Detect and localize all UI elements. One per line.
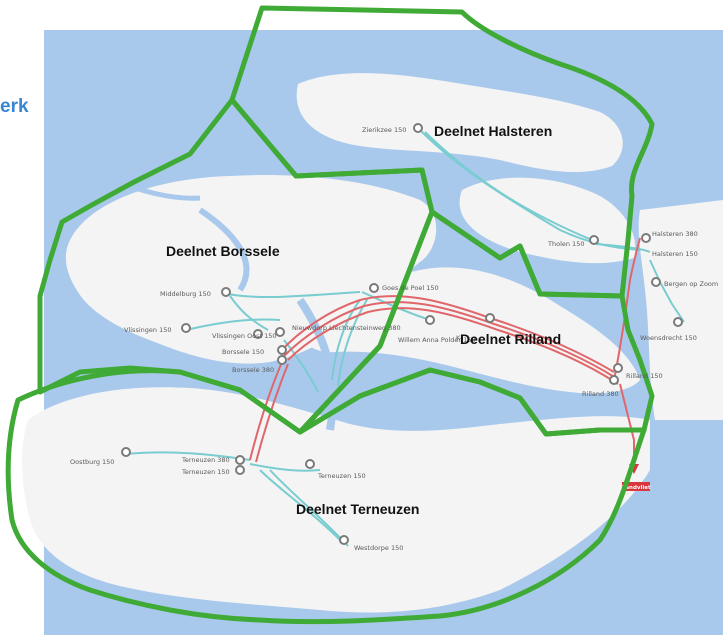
region-label-terneuzen: Deelnet Terneuzen xyxy=(296,501,419,517)
border-borssele xyxy=(37,97,435,435)
station-label: Nieuwdorp Liechtensteinweg 380 xyxy=(292,324,401,332)
substation-icon xyxy=(369,283,379,293)
station-label: Goes de Poel 150 xyxy=(382,284,439,292)
substation-icon xyxy=(277,345,287,355)
channel-3 xyxy=(109,177,201,201)
region-label-halsteren: Deelnet Halsteren xyxy=(434,123,552,139)
substation-icon xyxy=(641,233,651,243)
region-label-rilland: Deelnet Rilland xyxy=(460,331,561,347)
station-label: Terneuzen 150 xyxy=(317,472,366,480)
station-label: Rilland 380 xyxy=(582,390,619,398)
substation-icon xyxy=(235,465,245,475)
substation-icon xyxy=(277,355,287,365)
land-brabant xyxy=(638,200,723,420)
station-label: Vlissingen Oost 150 xyxy=(212,332,277,340)
substation-icon xyxy=(275,327,285,337)
station-label: Terneuzen 380 xyxy=(181,456,230,464)
channel-1 xyxy=(198,207,250,292)
deelnet-borders xyxy=(5,5,655,625)
substation-icon xyxy=(589,235,599,245)
substation-icon xyxy=(121,447,131,457)
station-label: Borssele 150 xyxy=(222,348,264,356)
station-label: Rilland 150 xyxy=(626,372,663,380)
substation-icon xyxy=(221,287,231,297)
station-label: Vlissingen 150 xyxy=(124,326,171,334)
border-terneuzen xyxy=(5,367,647,625)
substation-icon xyxy=(609,375,619,385)
border-halsteren xyxy=(229,5,655,299)
station-label: Tholen 150 xyxy=(547,240,584,248)
station-label: K xyxy=(456,334,461,342)
station-label: Oostburg 150 xyxy=(70,458,114,466)
station-label: Terneuzen 150 xyxy=(181,468,230,476)
land-zeeuws-vlaanderen xyxy=(22,387,650,613)
station-label: Halsteren 380 xyxy=(652,230,698,238)
region-label-borssele: Deelnet Borssele xyxy=(166,243,280,259)
substation-icons xyxy=(121,123,683,545)
station-label: Westdorpe 150 xyxy=(354,544,403,552)
page-title-fragment: erk xyxy=(0,96,29,117)
station-label: Borssele 380 xyxy=(232,366,274,374)
substation-icon xyxy=(651,277,661,287)
substation-icon xyxy=(413,123,423,133)
substation-icon xyxy=(339,535,349,545)
substation-icon xyxy=(305,459,315,469)
station-label: Willem Anna Polder 150 xyxy=(398,336,476,344)
station-label: Halsteren 150 xyxy=(652,250,698,258)
station-label: Zierikzee 150 xyxy=(362,126,406,134)
substation-icon xyxy=(425,315,435,325)
substation-icon xyxy=(181,323,191,333)
export-box xyxy=(622,482,650,491)
export-label: Zandvliet xyxy=(621,485,651,491)
station-label: Bergen op Zoom xyxy=(664,280,718,288)
land-zuid-beveland xyxy=(299,267,640,394)
land-schouwen xyxy=(296,73,623,173)
station-label: Middelburg 150 xyxy=(160,290,211,298)
substation-icon xyxy=(485,313,495,323)
station-label: Woensdrecht 150 xyxy=(640,334,697,342)
substation-icon xyxy=(253,329,263,339)
substation-icon xyxy=(673,317,683,327)
lines-380kv xyxy=(249,237,641,463)
substation-icon xyxy=(235,455,245,465)
substation-icon xyxy=(613,363,623,373)
